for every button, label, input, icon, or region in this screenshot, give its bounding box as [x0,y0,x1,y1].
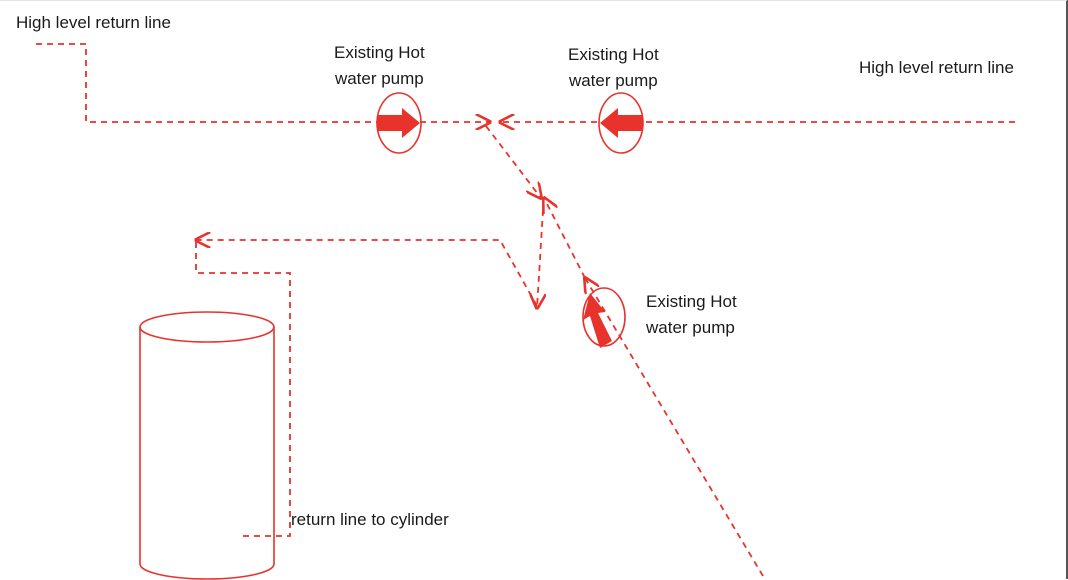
pump-top-left-label-line1: Existing Hot [334,43,425,62]
pump-lower-label-line2: water pump [646,318,735,337]
pump-top-left-label: Existing Hot water pump [334,40,425,92]
high-level-return-left-pipe [36,43,490,122]
pump-arrow-up-left-icon [582,287,626,348]
return-to-cylinder-top-pipe [196,240,538,307]
high-level-return-right-label: High level return line [859,58,1014,77]
pump-lower-label-line1: Existing Hot [646,292,737,311]
zig-return-pipe [537,209,543,308]
cylinder-icon [139,311,275,580]
pump-top-right-label-line2: water pump [568,71,658,90]
junction-drop-pipe [485,125,541,198]
pump-top-right-label-line1: Existing Hot [568,45,659,64]
pump-arrow-right-icon [376,92,422,154]
pump-top-right-label: Existing Hot water pump [568,42,659,94]
pump-arrow-left-icon [598,92,644,154]
cylinder-return-label: return line to cylinder [291,510,449,529]
lower-pump-rise-pipe [585,278,764,577]
pump-lower-label: Existing Hot water pump [646,289,737,341]
return-line-to-cylinder-pipe [195,242,291,537]
lower-pump-to-junction-pipe [544,198,586,279]
pump-top-left-label-line2: water pump [334,69,424,88]
high-level-return-left-label: High level return line [16,13,171,32]
